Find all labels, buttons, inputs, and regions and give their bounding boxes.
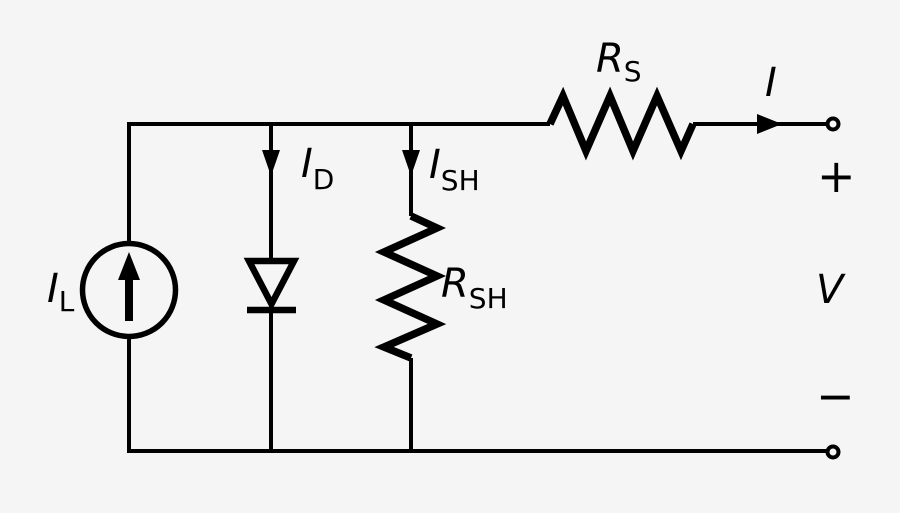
shunt-resistor-symbol: R — [441, 261, 469, 307]
shunt-current-subscript: SH — [441, 164, 480, 197]
voltage-symbol: V — [816, 267, 846, 313]
output-current-arrow-icon — [757, 114, 782, 134]
series-resistor-zigzag — [546, 86, 697, 161]
current-source-circle — [79, 240, 179, 340]
diode — [243, 257, 300, 314]
negative-terminal — [825, 444, 841, 460]
shunt-current-symbol: I — [429, 142, 441, 188]
positive-terminal — [825, 116, 841, 132]
current-source-arrow-icon — [118, 252, 140, 280]
diode-current-label: ID — [301, 141, 334, 196]
photocurrent-symbol: I — [47, 266, 59, 312]
shunt-resistor-label: RSH — [441, 261, 508, 315]
output-current-symbol: I — [765, 60, 777, 106]
voltage-label: V — [816, 267, 846, 313]
shunt-current-arrow-icon — [402, 150, 420, 176]
photocurrent-label: IL — [47, 266, 75, 318]
shunt-resistor-subscript: SH — [469, 282, 508, 315]
shunt-current-label: ISH — [429, 142, 480, 197]
minus-sign: − — [816, 369, 855, 423]
diode-current-symbol: I — [301, 141, 313, 187]
diode-triangle — [243, 257, 300, 312]
series-resistor-symbol: R — [596, 36, 624, 82]
series-resistor-subscript: S — [624, 55, 642, 88]
current-source — [79, 240, 179, 340]
photocurrent-subscript: L — [59, 285, 75, 318]
diode-current-arrow-icon — [262, 150, 280, 176]
shunt-resistor-zigzag — [374, 212, 447, 362]
plus-sign: + — [817, 149, 856, 203]
diode-current-subscript: D — [313, 163, 335, 196]
output-current-label: I — [765, 60, 777, 106]
series-resistor-label: RS — [596, 36, 642, 88]
